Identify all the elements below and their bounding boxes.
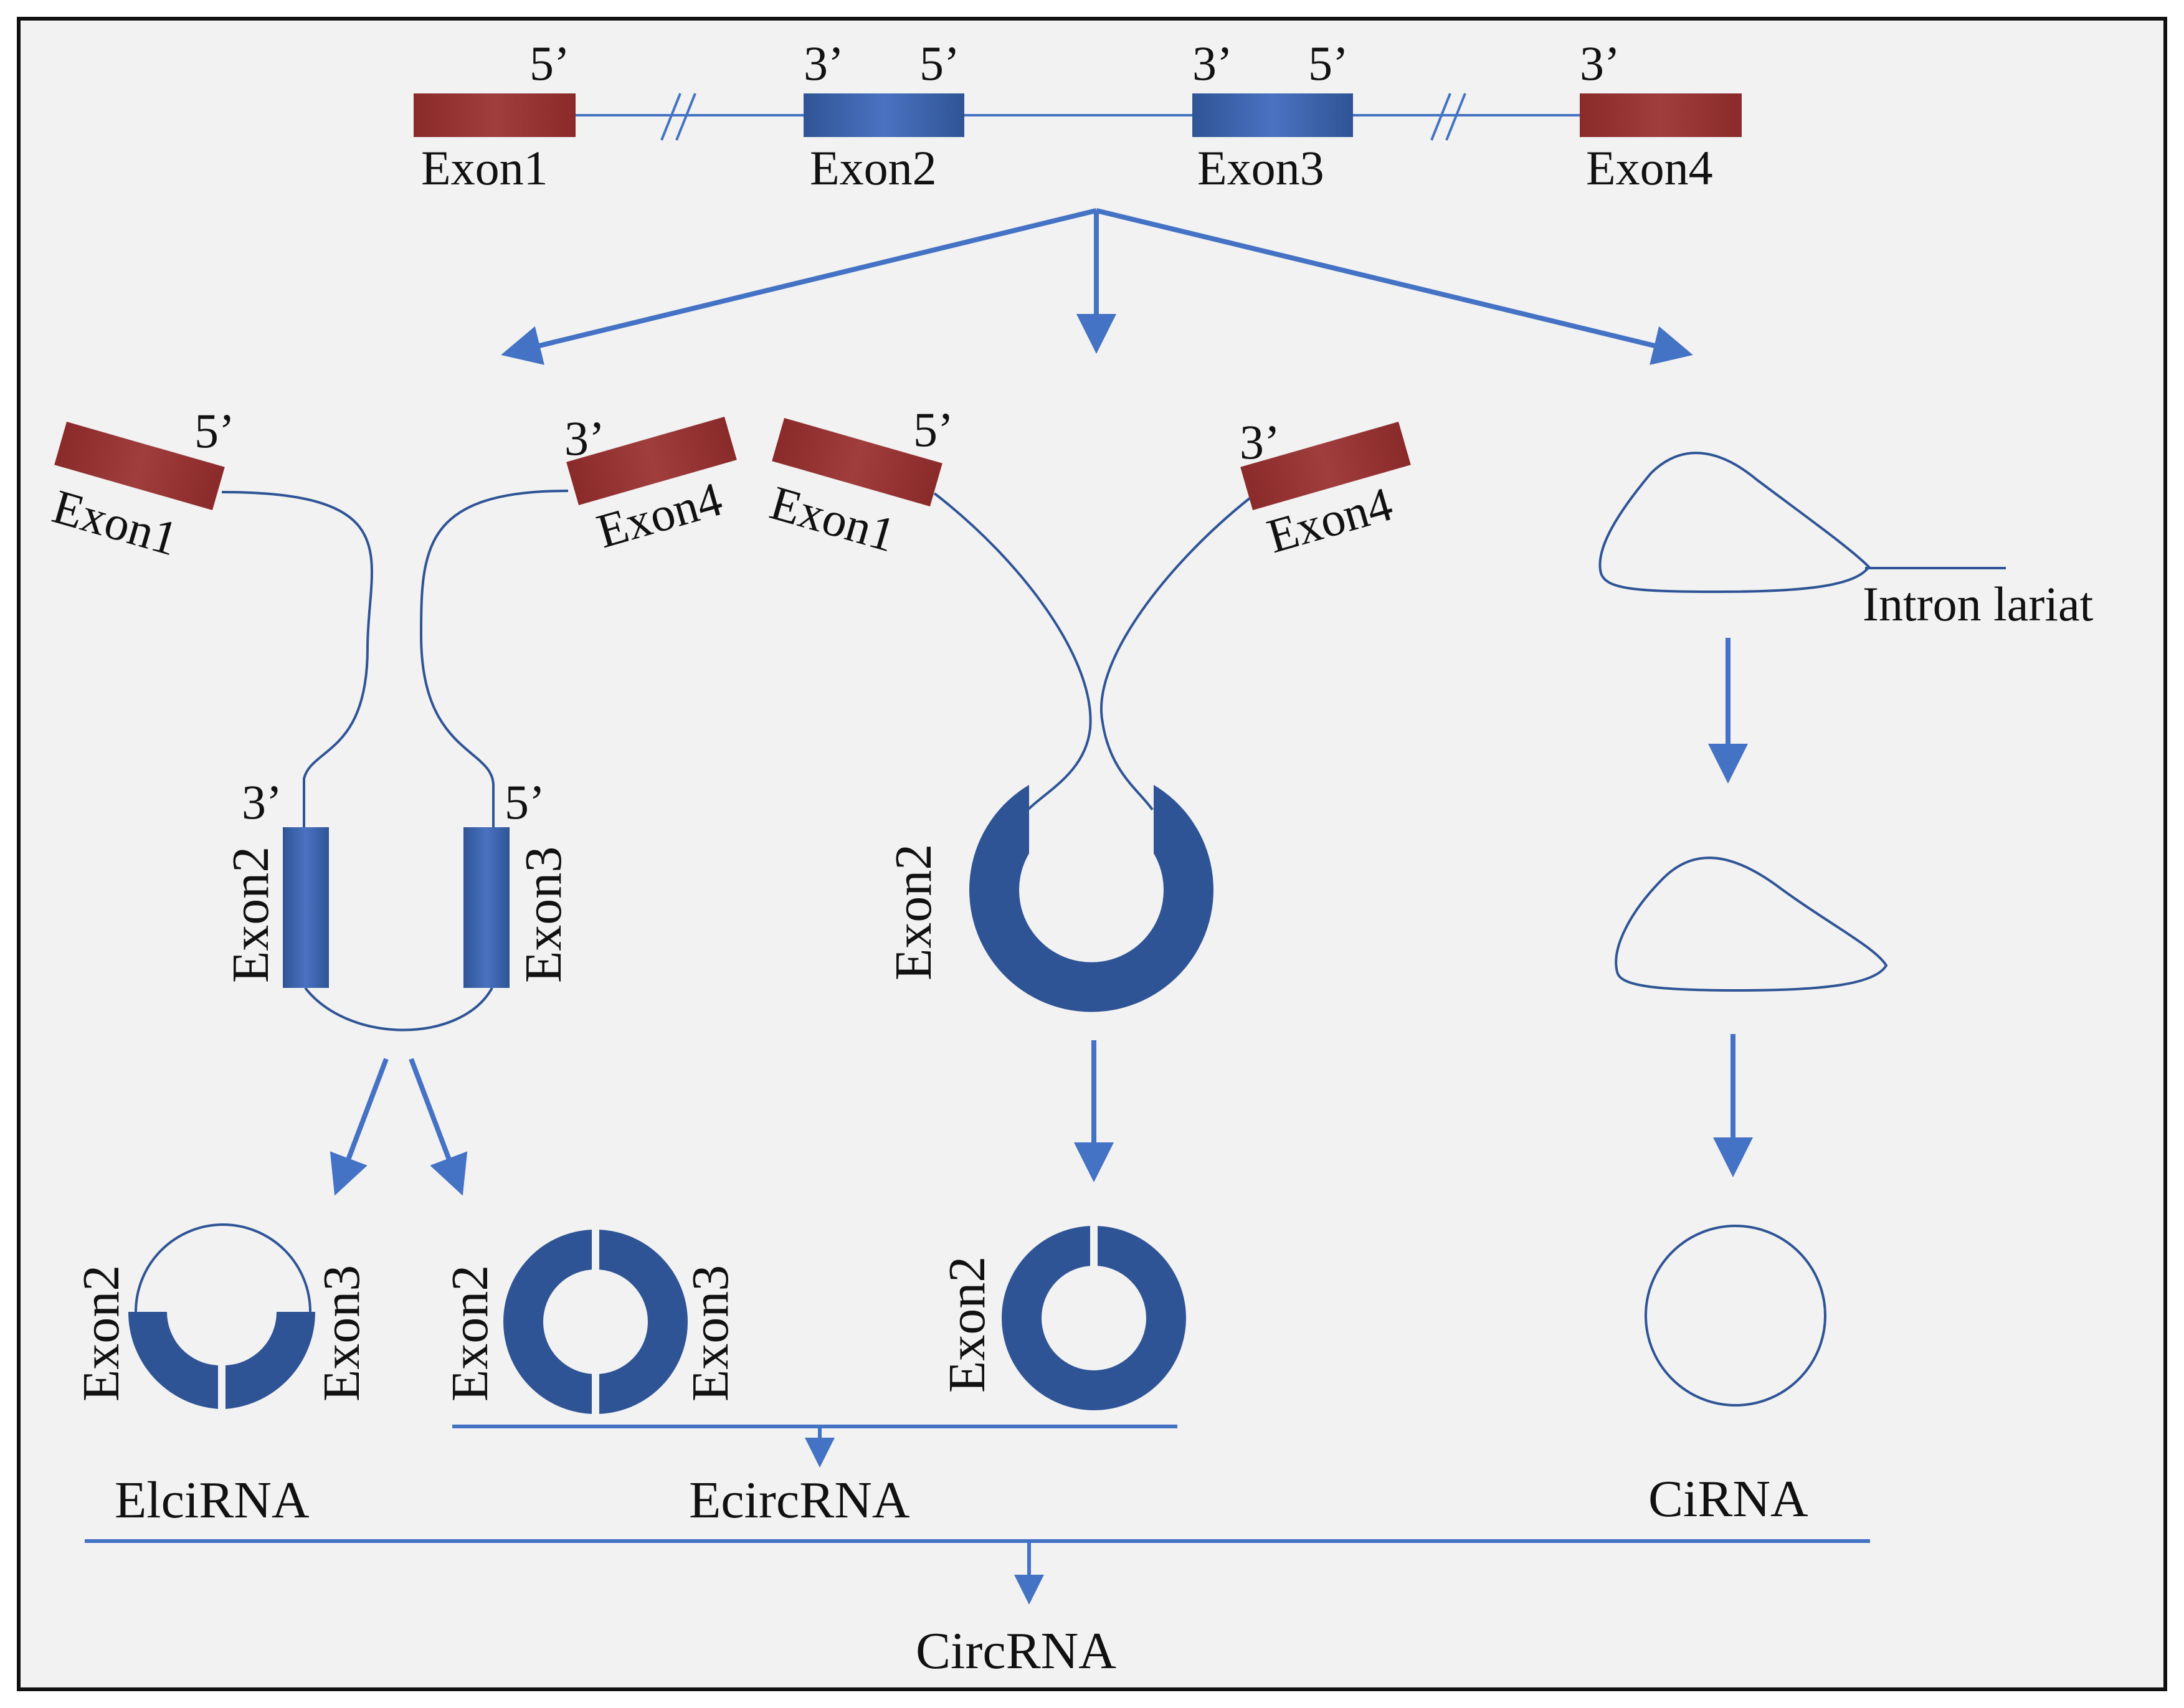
mid-intron-curve-left bbox=[933, 492, 1092, 811]
exon4-label: Exon4 bbox=[1586, 141, 1713, 195]
exon4-box bbox=[1580, 93, 1742, 137]
circrna-label: CircRNA bbox=[916, 1622, 1116, 1680]
elcirna-exon2-label: Exon2 bbox=[72, 1265, 130, 1402]
mid-exon2-label: Exon2 bbox=[885, 844, 942, 980]
break-mark-left bbox=[660, 93, 696, 141]
exon2-box bbox=[804, 93, 964, 137]
ecirc-two-exon3-label: Exon3 bbox=[681, 1265, 739, 1402]
left-exon2-box bbox=[283, 827, 329, 988]
ecircrna-label: EcircRNA bbox=[689, 1471, 910, 1529]
exon1-5prime: 5’ bbox=[529, 36, 570, 90]
exon3-label: Exon3 bbox=[1197, 141, 1324, 195]
elcirna-exon3-arc bbox=[226, 1312, 316, 1409]
left-exon3-label: Exon3 bbox=[515, 847, 572, 983]
mid-intron-curve-right bbox=[1100, 497, 1251, 811]
exon1-box bbox=[414, 93, 576, 137]
exon3-5prime: 5’ bbox=[1308, 36, 1349, 90]
left-intron-curve-left bbox=[221, 491, 373, 827]
trimmed-lariat-loop bbox=[1615, 856, 1888, 992]
left-exon2-3prime: 3’ bbox=[242, 775, 282, 829]
exon2-label: Exon2 bbox=[810, 141, 937, 195]
pre-mrna: 5’ 3’ 5’ 3’ 5’ 3’ Exon1 Exon2 Exon3 Exon… bbox=[414, 36, 1742, 195]
merge-lines bbox=[85, 1425, 1870, 1605]
exon1-label: Exon1 bbox=[421, 141, 548, 195]
exon3-box bbox=[1192, 93, 1353, 137]
ecirc-two-gap-top bbox=[592, 1227, 599, 1277]
ecircrna-two-exon-product: Exon2 Exon3 bbox=[441, 1227, 739, 1418]
left-exon4-box bbox=[566, 417, 737, 505]
ecirc-two-gap-bottom bbox=[592, 1368, 599, 1418]
left-intron-curve-right bbox=[419, 490, 569, 827]
break-mark-right bbox=[1430, 93, 1466, 141]
elcirna-product: Exon2 Exon3 bbox=[72, 1223, 371, 1409]
branch-arrows bbox=[501, 208, 1693, 365]
elcirna-exon2-arc bbox=[128, 1312, 218, 1409]
mid-exon1-box bbox=[772, 418, 942, 506]
left-exon1-box bbox=[54, 422, 225, 510]
mid-exon1-5prime: 5’ bbox=[913, 402, 954, 457]
intron-lariat-loop bbox=[1598, 452, 1871, 594]
mid-exon4-3prime: 3’ bbox=[1240, 415, 1280, 469]
mid-exon2-open-ring bbox=[969, 785, 1213, 1012]
left-exon3-box bbox=[463, 827, 510, 988]
elcirna-intron-arc bbox=[135, 1223, 311, 1312]
diagram-background bbox=[17, 17, 2167, 1691]
exon4-3prime: 3’ bbox=[1580, 36, 1620, 90]
exon3-3prime: 3’ bbox=[1192, 36, 1233, 90]
left-exon2-label: Exon2 bbox=[222, 847, 280, 983]
cirna-label: CiRNA bbox=[1648, 1470, 1808, 1528]
elcirna-exon3-label: Exon3 bbox=[313, 1265, 371, 1402]
cirna-pathway: Intron lariat bbox=[1598, 452, 2094, 1407]
ecirc-single-exon2-label: Exon2 bbox=[938, 1256, 996, 1393]
exon2-5prime: 5’ bbox=[919, 36, 960, 90]
left-exon3-5prime: 5’ bbox=[505, 775, 545, 829]
cirna-circle bbox=[1645, 1225, 1826, 1407]
ecirc-two-exon2-label: Exon2 bbox=[441, 1265, 499, 1402]
left-exon4-3prime: 3’ bbox=[564, 411, 605, 465]
ecirc-single-gap bbox=[1090, 1223, 1098, 1273]
left-intron-bottom bbox=[304, 987, 493, 1032]
ecircrna-single-exon-product: Exon2 bbox=[938, 1223, 1186, 1410]
intron-lariat-label: Intron lariat bbox=[1863, 577, 2094, 631]
left-exon1-5prime: 5’ bbox=[194, 404, 235, 458]
exon2-3prime: 3’ bbox=[804, 36, 844, 90]
elcirna-label: ElciRNA bbox=[115, 1471, 310, 1529]
mid-exon4-box bbox=[1240, 422, 1411, 510]
